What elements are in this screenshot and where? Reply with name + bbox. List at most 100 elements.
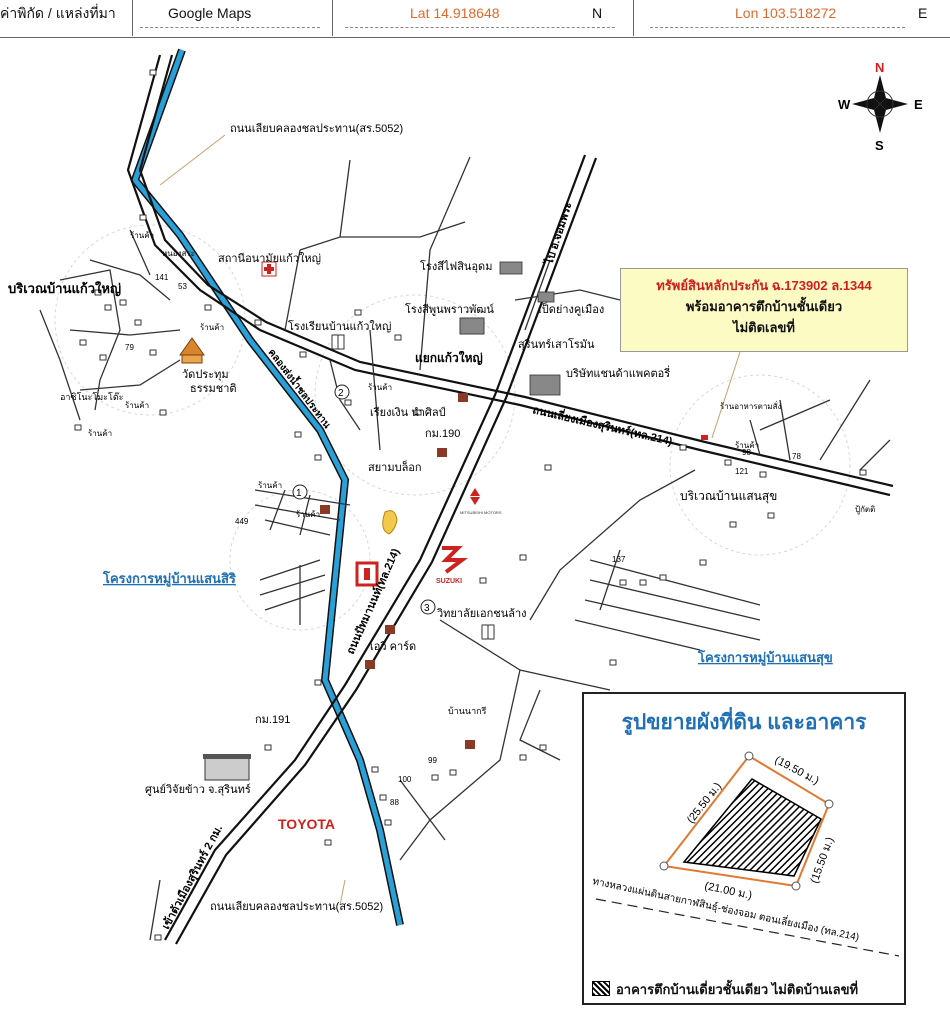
- house-marker: [354, 309, 362, 316]
- house-marker: [544, 464, 552, 471]
- house-marker: [299, 351, 307, 358]
- plot-diagram: (19.50 ม.) (25.50 ม.) (15.50 ม.) (21.00 …: [591, 751, 900, 957]
- factory-icon: [529, 374, 561, 396]
- dimension-label: (25.50 ม.): [685, 780, 724, 825]
- hospital-icon: [261, 261, 277, 277]
- suzuki-label: SUZUKI: [436, 578, 462, 585]
- suzuki-logo: [441, 546, 468, 574]
- place-label: ร้านอาหารตามสั่ง: [720, 400, 781, 411]
- callout-title: ทรัพย์สินหลักประกัน ฉ.173902 ล.1344: [656, 278, 872, 293]
- house-number: 100: [398, 775, 412, 784]
- minor-road: [529, 469, 696, 621]
- minor-road: [259, 559, 321, 581]
- source-label: ค่าพิกัด / แหล่งที่มา: [0, 5, 116, 21]
- minor-road: [759, 399, 831, 431]
- house-marker: [139, 214, 147, 221]
- underline: [345, 27, 615, 28]
- coordinate-header: ค่าพิกัด / แหล่งที่มา Google Maps Lat 14…: [0, 0, 950, 38]
- isuzu-logo: [355, 561, 379, 587]
- property-marker: [701, 435, 708, 440]
- house-marker: [431, 774, 439, 781]
- house-marker: [74, 424, 82, 431]
- minor-road: [524, 259, 551, 331]
- bypass-road: [126, 54, 891, 497]
- place-label: โรงสีพูนพราวพัฒน์: [405, 302, 494, 316]
- school-icon: [331, 334, 345, 350]
- minor-road: [514, 289, 621, 301]
- house-marker: [264, 744, 272, 751]
- house-marker: [767, 512, 775, 519]
- house-marker: [204, 304, 212, 311]
- minor-road: [254, 504, 341, 521]
- house-marker: [724, 459, 732, 466]
- house-marker: [149, 349, 157, 356]
- shop-label: ร้านค้า: [258, 481, 282, 490]
- place-label: เอวี คาร์ด: [370, 640, 416, 653]
- place-label: วัดประทุม: [182, 369, 229, 381]
- minor-road: [299, 494, 311, 536]
- place-label: บ้านนากรี: [448, 706, 487, 716]
- house-marker: [324, 839, 332, 846]
- house-marker: [254, 319, 262, 326]
- minor-road: [259, 574, 326, 596]
- minor-road: [599, 549, 621, 611]
- minor-road: [574, 619, 701, 651]
- house-number: 99: [428, 756, 437, 765]
- divider: [132, 0, 133, 36]
- house-marker: [294, 431, 302, 438]
- legend: อาคารตึกบ้านเดี่ยวชั้นเดียว ไม่ติดบ้านเล…: [592, 979, 858, 1000]
- leader-line: [339, 879, 346, 906]
- area-label: บริเวณบ้านแสนสุข: [680, 489, 777, 504]
- place-label: แยกแก้วใหญ่: [415, 350, 483, 365]
- plot-inset: รูปขยายผังที่ดิน และอาคาร (19.50 ม.) (25…: [582, 692, 906, 1005]
- village-project-label: โครงการหมู่บ้านแสนสิริ: [102, 570, 236, 587]
- house-marker: [639, 579, 647, 586]
- house-marker: [394, 334, 402, 341]
- village-project-label: โครงการหมู่บ้านแสนสุข: [697, 649, 833, 666]
- mitsubishi-label: MITSUBISHI MOTORS: [460, 510, 502, 515]
- latitude-value: Lat 14.918648: [410, 5, 500, 21]
- bypass-road-label: ถนนเลี่ยงเมืองสุรินทร์(ทล.214): [531, 401, 674, 449]
- place-label: สยามบล็อก: [368, 460, 422, 474]
- shop-label: ร้านค้า: [130, 231, 154, 240]
- house-marker: [99, 354, 107, 361]
- place-label: กม.191: [255, 714, 290, 726]
- house-number: 79: [125, 343, 134, 352]
- house-number: 53: [178, 282, 187, 291]
- minor-road: [59, 269, 121, 411]
- place-label: ปู้กัตติ: [855, 505, 875, 515]
- house-number: 88: [390, 798, 399, 807]
- compass-east: E: [914, 97, 923, 112]
- house-marker: [94, 289, 102, 296]
- minor-road: [299, 221, 466, 251]
- mitsubishi-logo: [470, 488, 480, 505]
- point-marker: [292, 484, 308, 500]
- house-marker: [619, 579, 627, 586]
- place-label: โรงสีไฟสินอุดม: [420, 259, 492, 273]
- thai-emblem-icon: [382, 510, 398, 535]
- minor-road: [39, 309, 81, 421]
- radius-circle: [669, 374, 851, 556]
- house-marker: [659, 574, 667, 581]
- canal: [132, 49, 403, 926]
- house-marker: [384, 819, 392, 826]
- point-number: 2: [338, 388, 344, 399]
- place-label: สุรินทร์เสาโรมัน: [518, 337, 595, 351]
- property-callout: ทรัพย์สินหลักประกัน ฉ.173902 ล.1344 พร้อ…: [620, 268, 908, 352]
- minor-road: [89, 259, 171, 301]
- underline: [140, 27, 320, 28]
- house-marker: [679, 444, 687, 451]
- minor-road: [339, 159, 351, 238]
- point-marker: [420, 599, 436, 615]
- house-marker: [479, 577, 487, 584]
- bypass-road-edge: [138, 54, 894, 488]
- minor-road: [519, 689, 561, 761]
- factory-icon: [459, 317, 485, 335]
- house-marker: [104, 304, 112, 311]
- point-number: 1: [296, 488, 302, 499]
- hatch-swatch: [592, 981, 610, 996]
- minor-road: [269, 489, 286, 531]
- minor-road: [439, 619, 611, 691]
- legend-label: อาคารตึกบ้านเดี่ยวชั้นเดียว ไม่ติดบ้านเล…: [616, 982, 859, 997]
- house-marker: [371, 766, 379, 773]
